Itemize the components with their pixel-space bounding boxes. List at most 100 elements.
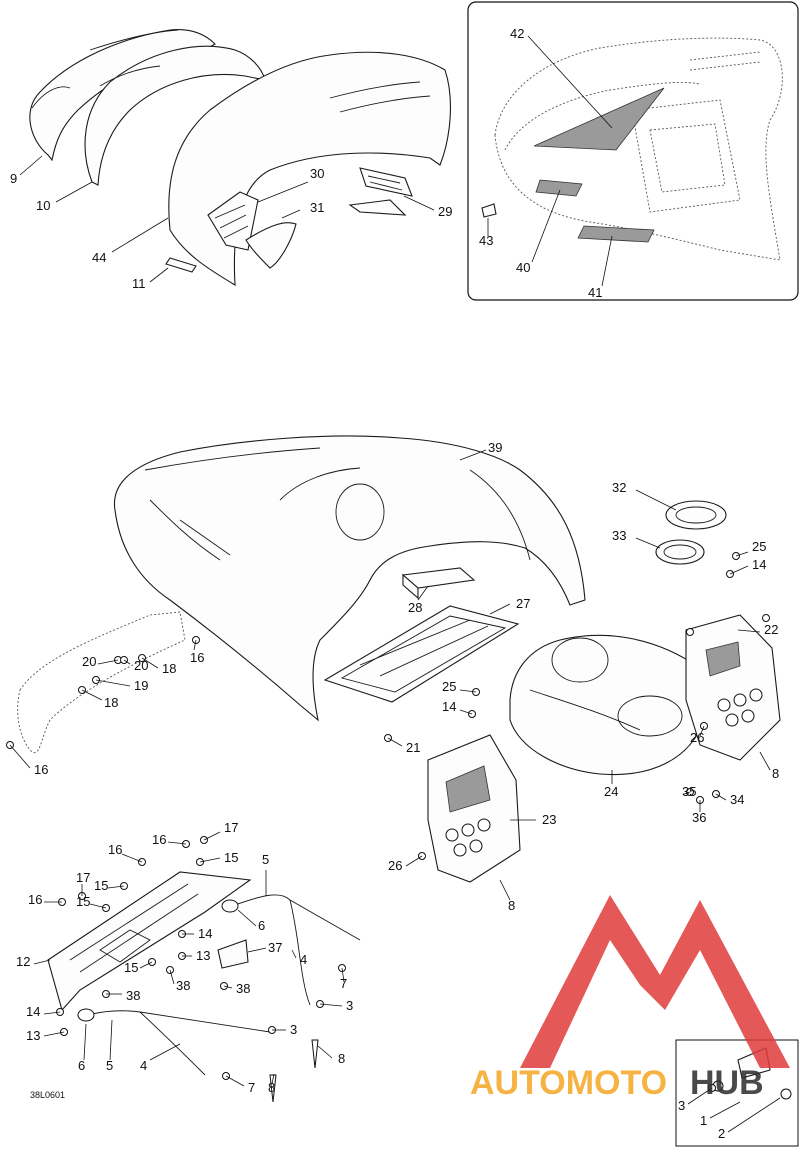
- part-23-side-panel-left: [427, 734, 521, 883]
- callout-number-6: 6: [258, 918, 265, 933]
- inset-frame: [467, 1, 799, 301]
- part-6-grommet-upper: [221, 899, 239, 913]
- hardware-items: [6, 552, 770, 1092]
- callout-leader-34: [715, 793, 727, 801]
- callout-leader-8: [759, 751, 771, 771]
- callout-leader-16: [167, 841, 187, 845]
- callout-leader-6: [237, 909, 257, 927]
- callout-number-25: 25: [442, 679, 456, 694]
- callout-leader-40: [531, 189, 561, 263]
- callout-leader-15: [107, 885, 125, 889]
- callout-number-39: 39: [488, 440, 502, 455]
- callout-number-44: 44: [92, 250, 106, 265]
- part-29-latch: [359, 167, 413, 197]
- callout-leader-32: [635, 489, 677, 511]
- callout-number-15: 15: [224, 850, 238, 865]
- part-8-rivet-b: [269, 1074, 277, 1103]
- callout-number-3: 3: [678, 1098, 685, 1113]
- callout-number-5: 5: [106, 1058, 113, 1073]
- callout-number-25: 25: [752, 539, 766, 554]
- callout-number-14: 14: [26, 1004, 40, 1019]
- callout-leader-20: [97, 659, 119, 665]
- callout-number-13: 13: [26, 1028, 40, 1043]
- callout-number-30: 30: [310, 166, 324, 181]
- callout-leader-17: [203, 831, 221, 841]
- callout-leader-35: [683, 791, 691, 795]
- callout-leader-8: [271, 1073, 275, 1085]
- callout-leader-44: [111, 217, 169, 253]
- part-27-tray: [323, 605, 520, 703]
- callout-leader-30: [257, 181, 309, 203]
- callout-number-36: 36: [692, 810, 706, 825]
- part-5-cable-upper: [231, 894, 361, 1006]
- callout-leader-27: [489, 603, 511, 615]
- callout-leader-lines: [9, 35, 781, 1133]
- callout-number-16: 16: [152, 832, 166, 847]
- callout-number-27: 27: [516, 596, 530, 611]
- callout-number-5: 5: [262, 852, 269, 867]
- callout-number-40: 40: [516, 260, 530, 275]
- part-8-rivet-a: [311, 1039, 319, 1069]
- callout-leader-4: [291, 949, 297, 959]
- callout-leader-33: [635, 537, 661, 549]
- callout-number-17: 17: [224, 820, 238, 835]
- callout-number-16: 16: [34, 762, 48, 777]
- callout-number-37: 37: [268, 940, 282, 955]
- part-12-storage-bin: [47, 871, 252, 1012]
- inset-rear-deck: [481, 37, 783, 261]
- callout-leader-14: [729, 565, 749, 575]
- callout-number-20: 20: [82, 654, 96, 669]
- callout-leader-3: [687, 1087, 713, 1105]
- callout-leader-41: [601, 235, 613, 287]
- callout-number-13: 13: [196, 948, 210, 963]
- callout-leader-4: [149, 1043, 181, 1061]
- callout-number-16: 16: [190, 650, 204, 665]
- callout-leader-10: [55, 181, 93, 203]
- callout-number-16: 16: [108, 842, 122, 857]
- part-37-plate: [217, 939, 249, 969]
- part-32-ring: [665, 500, 727, 530]
- callout-number-7: 7: [340, 976, 347, 991]
- callout-number-38: 38: [126, 988, 140, 1003]
- part-5-cable-lower: [91, 1010, 271, 1076]
- part-6-grommet-lower: [77, 1008, 95, 1022]
- callout-number-15: 15: [94, 878, 108, 893]
- callout-leader-38: [169, 969, 175, 985]
- part-30-bracket: [207, 191, 259, 251]
- callout-number-21: 21: [406, 740, 420, 755]
- callout-number-8: 8: [508, 898, 515, 913]
- callout-number-19: 19: [134, 678, 148, 693]
- watermark-text-automoto: AUTOMOTO: [470, 1064, 667, 1102]
- callout-number-3: 3: [290, 1022, 297, 1037]
- callout-leader-39: [459, 449, 487, 461]
- callout-leader-15: [89, 903, 107, 909]
- callout-number-24: 24: [604, 784, 618, 799]
- callout-number-12: 12: [16, 954, 30, 969]
- callout-number-23: 23: [542, 812, 556, 827]
- callout-leader-14: [459, 709, 473, 715]
- callout-leader-18: [81, 689, 103, 701]
- callout-leader-2: [727, 1097, 781, 1133]
- callout-number-18: 18: [162, 661, 176, 676]
- callout-leader-8: [317, 1045, 333, 1059]
- diagram-code: 38L0601: [30, 1090, 65, 1100]
- callout-number-8: 8: [772, 766, 779, 781]
- callout-leader-29: [403, 195, 435, 211]
- part-9-nose-panel: [29, 29, 216, 162]
- callout-number-2: 2: [718, 1126, 725, 1141]
- callout-leader-38: [223, 985, 233, 989]
- callout-leader-42: [527, 35, 613, 129]
- callout-number-41: 41: [588, 285, 602, 300]
- callout-number-42: 42: [510, 26, 524, 41]
- callout-number-16: 16: [28, 892, 42, 907]
- callout-number-43: 43: [479, 233, 493, 248]
- callout-number-14: 14: [198, 926, 212, 941]
- callout-leader-22: [737, 629, 761, 633]
- callout-leader-25: [459, 689, 477, 693]
- callout-leader-13: [43, 1031, 65, 1037]
- callout-leader-28: [417, 585, 429, 601]
- part-31-pad: [245, 199, 407, 269]
- callout-number-14: 14: [752, 557, 766, 572]
